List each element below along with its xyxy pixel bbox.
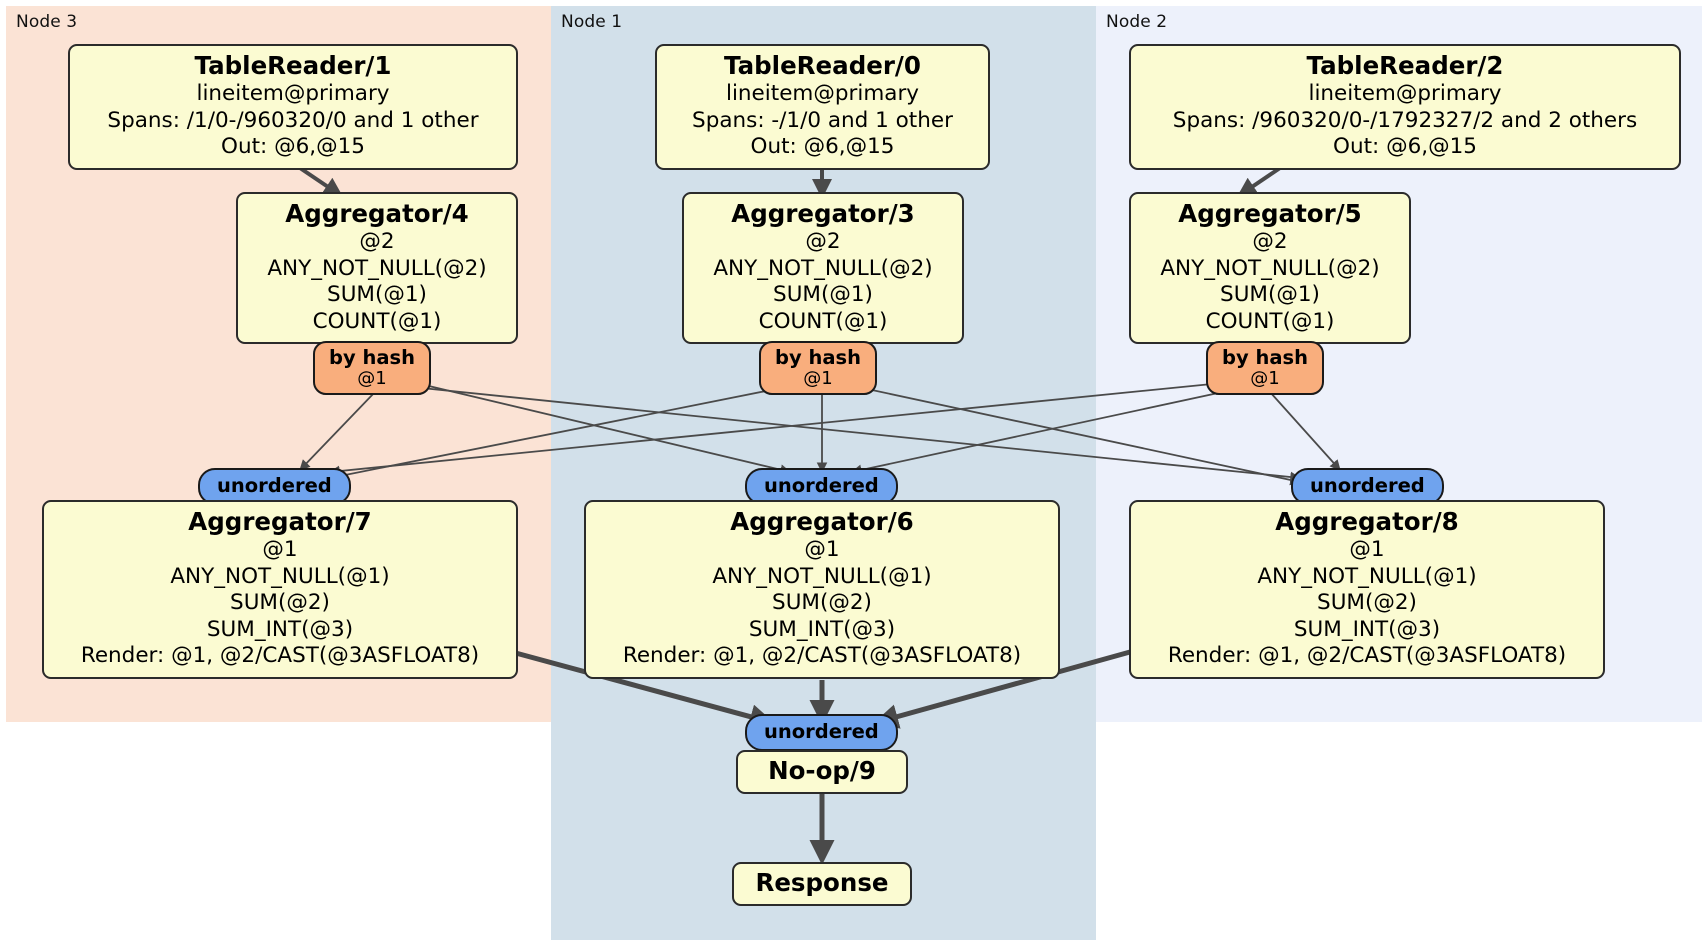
processor-title: Response [755,868,889,897]
processor-detail-out: Out: @6,@15 [221,134,365,159]
processor-aggregator-6[interactable]: Aggregator/6 @1 ANY_NOT_NULL(@1) SUM(@2)… [584,500,1060,679]
processor-detail-agg-2: SUM_INT(@3) [748,616,896,642]
processor-detail-agg-1: SUM(@2) [772,590,872,615]
processor-detail-render: Render: @1, @2/CAST(@3ASFLOAT8) [80,643,480,668]
synchronizer-unordered-left[interactable]: unordered [198,468,351,505]
processor-detail-agg-0: ANY_NOT_NULL(@1) [1257,563,1477,589]
processor-detail-agg-2: COUNT(@1) [312,308,442,334]
processor-detail-agg-1: SUM(@2) [230,590,330,615]
synchronizer-label: unordered [1310,474,1425,497]
processor-title: TableReader/0 [724,51,921,80]
processor-response[interactable]: Response [732,862,912,906]
hash-router-right[interactable]: by hash @1 [1206,341,1324,395]
processor-detail-agg-0: ANY_NOT_NULL(@1) [170,563,390,589]
processor-tablereader-1[interactable]: TableReader/1 lineitem@primary Spans: /1… [68,44,518,170]
hash-router-column: @1 [803,368,833,389]
processor-detail-agg-1: SUM(@1) [773,282,873,307]
processor-detail-out: Out: @6,@15 [1333,134,1477,159]
hash-router-middle[interactable]: by hash @1 [759,341,877,395]
processor-detail-groupcol: @2 [1252,229,1288,254]
processor-tablereader-2[interactable]: TableReader/2 lineitem@primary Spans: /9… [1129,44,1681,170]
processor-detail-agg-1: SUM(@1) [1220,282,1320,307]
processor-detail-agg-0: ANY_NOT_NULL(@2) [713,255,933,281]
processor-noop-9[interactable]: No-op/9 [736,750,908,794]
processor-detail-groupcol: @2 [359,229,395,254]
processor-detail-agg-0: ANY_NOT_NULL(@2) [1160,255,1380,281]
synchronizer-label: unordered [764,720,879,743]
hash-router-column: @1 [1250,368,1280,389]
synchronizer-label: unordered [764,474,879,497]
processor-detail-table: lineitem@primary [196,81,390,106]
processor-detail-agg-2: SUM_INT(@3) [1293,616,1441,642]
processor-title: TableReader/2 [1306,51,1504,80]
processor-detail-agg-2: COUNT(@1) [1205,308,1335,334]
hash-router-label: by hash [1222,346,1308,369]
processor-detail-spans: Spans: /960320/0-/1792327/2 and 2 others [1172,107,1638,133]
processor-detail-spans: Spans: /1/0-/960320/0 and 1 other [107,107,479,133]
processor-title: Aggregator/7 [188,507,372,536]
node-panel-label-node1: Node 1 [561,12,623,32]
synchronizer-label: unordered [217,474,332,497]
hash-router-column: @1 [357,368,387,389]
processor-title: Aggregator/6 [730,507,914,536]
processor-detail-render: Render: @1, @2/CAST(@3ASFLOAT8) [1167,643,1567,668]
processor-detail-agg-0: ANY_NOT_NULL(@2) [267,255,487,281]
hash-router-label: by hash [329,346,415,369]
processor-detail-groupcol: @1 [804,537,840,562]
processor-detail-table: lineitem@primary [725,81,920,106]
processor-aggregator-3[interactable]: Aggregator/3 @2 ANY_NOT_NULL(@2) SUM(@1)… [682,192,964,344]
processor-detail-groupcol: @1 [262,537,298,562]
processor-title: Aggregator/5 [1178,199,1362,228]
synchronizer-unordered-middle[interactable]: unordered [745,468,898,505]
processor-detail-groupcol: @2 [805,229,841,254]
node-panel-label-node3: Node 3 [16,12,78,32]
processor-detail-groupcol: @1 [1349,537,1385,562]
processor-detail-out: Out: @6,@15 [750,134,895,159]
processor-detail-render: Render: @1, @2/CAST(@3ASFLOAT8) [622,643,1022,668]
synchronizer-unordered-final[interactable]: unordered [745,714,898,751]
processor-detail-agg-1: SUM(@1) [327,282,427,307]
processor-aggregator-4[interactable]: Aggregator/4 @2 ANY_NOT_NULL(@2) SUM(@1)… [236,192,518,344]
processor-detail-agg-0: ANY_NOT_NULL(@1) [712,563,932,589]
processor-title: No-op/9 [768,756,876,785]
hash-router-label: by hash [775,346,861,369]
processor-title: Aggregator/4 [285,199,469,228]
hash-router-left[interactable]: by hash @1 [313,341,431,395]
processor-aggregator-5[interactable]: Aggregator/5 @2 ANY_NOT_NULL(@2) SUM(@1)… [1129,192,1411,344]
processor-tablereader-0[interactable]: TableReader/0 lineitem@primary Spans: -/… [655,44,990,170]
processor-title: TableReader/1 [194,51,392,80]
processor-detail-spans: Spans: -/1/0 and 1 other [692,107,953,133]
node-panel-label-node2: Node 2 [1106,12,1168,32]
processor-detail-agg-2: SUM_INT(@3) [206,616,354,642]
processor-title: Aggregator/3 [731,199,915,228]
processor-aggregator-8[interactable]: Aggregator/8 @1 ANY_NOT_NULL(@1) SUM(@2)… [1129,500,1605,679]
processor-aggregator-7[interactable]: Aggregator/7 @1 ANY_NOT_NULL(@1) SUM(@2)… [42,500,518,679]
processor-detail-table: lineitem@primary [1308,81,1502,106]
processor-detail-agg-2: COUNT(@1) [758,308,888,334]
processor-detail-agg-1: SUM(@2) [1317,590,1417,615]
processor-title: Aggregator/8 [1275,507,1459,536]
